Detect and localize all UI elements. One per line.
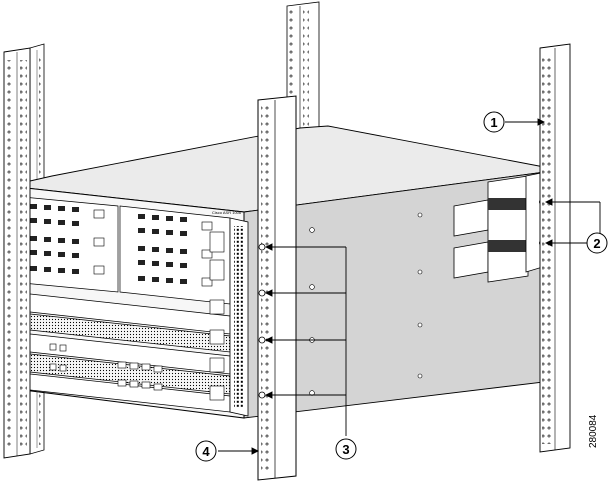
callout-4-label: 4 — [202, 444, 210, 459]
front-mounting-ear — [230, 218, 248, 416]
callout-4: 4 — [196, 441, 216, 461]
callout-2-label: 2 — [593, 236, 600, 251]
front-right-rail — [258, 96, 296, 480]
front-left-rail — [4, 48, 30, 458]
chassis-model-label: Cisco ASR 1006 — [212, 210, 242, 215]
callout-1-label: 1 — [490, 115, 497, 130]
callout-3-label: 3 — [342, 442, 349, 457]
callout-2: 2 — [587, 233, 607, 253]
figure-id: 280084 — [588, 414, 599, 448]
callout-3: 3 — [336, 439, 356, 459]
callout-1: 1 — [484, 112, 504, 132]
rear-right-rail — [540, 44, 570, 452]
